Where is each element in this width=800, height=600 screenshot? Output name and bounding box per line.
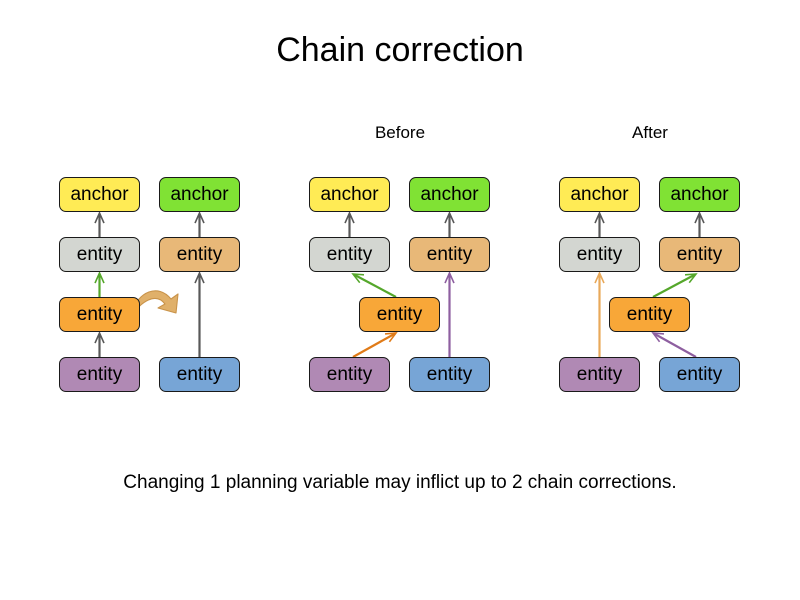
link-blue-to-orange-arrowhead	[651, 332, 665, 343]
after-entity-tan[interactable]: entity	[659, 237, 740, 272]
node-label: entity	[576, 364, 623, 385]
node-label: entity	[176, 244, 223, 265]
panel-label-before: Before	[374, 123, 426, 142]
link-blue-to-orange-shaft	[653, 332, 697, 358]
before-entity-blue[interactable]: entity	[409, 357, 490, 392]
initial-entity-orange[interactable]: entity	[59, 297, 140, 332]
link-tan-to-anchor-green	[194, 211, 205, 237]
link-orange-to-grey-shaft	[353, 273, 397, 298]
link-orange-to-tan-shaft	[652, 273, 696, 298]
node-label: anchor	[570, 184, 629, 205]
before-entity-orange[interactable]: entity	[359, 297, 440, 332]
after-entity-purple[interactable]: entity	[559, 357, 640, 392]
node-label: entity	[326, 364, 373, 385]
link-tan-to-anchor-green-arrowhead	[444, 211, 455, 224]
initial-entity-tan[interactable]: entity	[159, 237, 240, 272]
link-orange-to-tan	[652, 273, 698, 298]
link-orange-to-grey-arrowhead	[94, 271, 105, 284]
link-purple-to-orange-shaft	[352, 332, 396, 358]
link-purple-to-grey	[594, 271, 605, 357]
node-label: anchor	[170, 184, 229, 205]
before-anchor-yellow[interactable]: anchor	[309, 177, 390, 212]
caption-text: Changing 1 planning variable may inflict…	[123, 472, 677, 493]
after-entity-grey[interactable]: entity	[559, 237, 640, 272]
node-label: entity	[626, 304, 673, 325]
move-arrow	[130, 290, 179, 318]
link-grey-to-anchor-yellow	[594, 211, 605, 237]
page-title: Chain correction	[276, 31, 524, 69]
node-label: entity	[76, 244, 123, 265]
link-blue-to-tan-arrowhead	[194, 271, 205, 284]
node-label: entity	[76, 364, 123, 385]
link-purple-to-orange-arrowhead	[384, 332, 398, 343]
node-label: entity	[326, 244, 373, 265]
after-anchor-yellow[interactable]: anchor	[559, 177, 640, 212]
initial-entity-blue[interactable]: entity	[159, 357, 240, 392]
move-arrow-body	[130, 290, 179, 318]
initial-anchor-yellow[interactable]: anchor	[59, 177, 140, 212]
link-grey-to-anchor-yellow	[344, 211, 355, 237]
link-tan-to-anchor-green	[694, 211, 705, 237]
link-purple-to-orange-arrowhead	[94, 331, 105, 344]
node-label: anchor	[670, 184, 729, 205]
initial-anchor-green[interactable]: anchor	[159, 177, 240, 212]
link-orange-to-tan-arrowhead	[684, 273, 698, 284]
link-tan-to-anchor-green-arrowhead	[194, 211, 205, 224]
node-label: entity	[426, 364, 473, 385]
link-orange-to-grey	[94, 271, 105, 297]
panel-label-after: After	[632, 123, 668, 142]
before-anchor-green[interactable]: anchor	[409, 177, 490, 212]
link-orange-to-grey	[351, 273, 397, 298]
node-label: entity	[676, 244, 723, 265]
initial-entity-purple[interactable]: entity	[59, 357, 140, 392]
link-blue-to-orange	[651, 332, 697, 358]
after-anchor-green[interactable]: anchor	[659, 177, 740, 212]
node-label: entity	[76, 304, 123, 325]
initial-entity-grey[interactable]: entity	[59, 237, 140, 272]
after-entity-blue[interactable]: entity	[659, 357, 740, 392]
after-entity-orange[interactable]: entity	[609, 297, 690, 332]
link-grey-to-anchor-yellow-arrowhead	[94, 211, 105, 224]
node-label: anchor	[70, 184, 129, 205]
link-grey-to-anchor-yellow-arrowhead	[344, 211, 355, 224]
node-label: entity	[576, 244, 623, 265]
node-label: entity	[426, 244, 473, 265]
link-purple-to-grey-arrowhead	[594, 271, 605, 284]
link-purple-to-orange	[352, 332, 398, 358]
link-orange-to-grey-arrowhead	[351, 273, 365, 284]
link-grey-to-anchor-yellow	[94, 211, 105, 237]
before-entity-tan[interactable]: entity	[409, 237, 490, 272]
link-blue-to-tan	[444, 271, 455, 357]
link-tan-to-anchor-green	[444, 211, 455, 237]
link-blue-to-tan-arrowhead	[444, 271, 455, 284]
link-grey-to-anchor-yellow-arrowhead	[594, 211, 605, 224]
link-purple-to-orange	[94, 331, 105, 357]
node-label: anchor	[320, 184, 379, 205]
node-label: entity	[676, 364, 723, 385]
link-tan-to-anchor-green-arrowhead	[694, 211, 705, 224]
link-blue-to-tan	[194, 271, 205, 357]
before-entity-purple[interactable]: entity	[309, 357, 390, 392]
node-label: entity	[376, 304, 423, 325]
node-label: entity	[176, 364, 223, 385]
node-label: anchor	[420, 184, 479, 205]
before-entity-grey[interactable]: entity	[309, 237, 390, 272]
